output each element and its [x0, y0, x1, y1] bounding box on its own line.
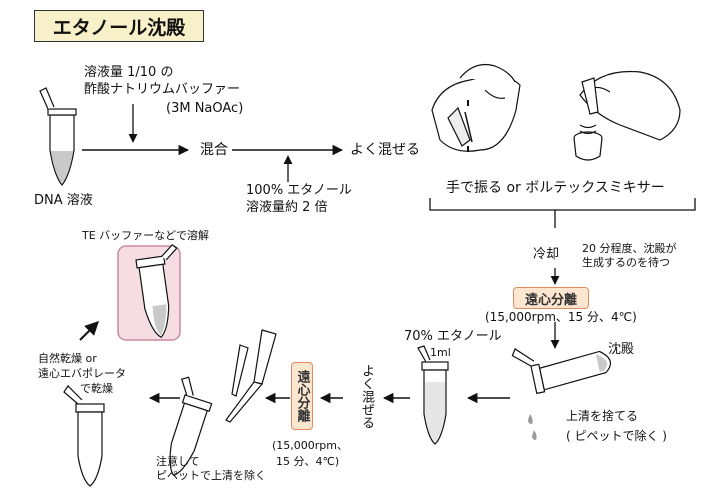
- vortex-drawing: [573, 70, 681, 161]
- cool-note-2: 生成するのを待つ: [582, 256, 670, 269]
- discard-label-2: ( ピペットで除く ): [566, 429, 667, 443]
- tube-dry: [63, 385, 105, 487]
- ethanol100-label-2: 溶液量約 2 倍: [246, 200, 328, 215]
- centrifuge-cond-2b: 15 分、4℃): [276, 455, 340, 468]
- buffer-label-2: 酢酸ナトリウムバッファー: [84, 82, 241, 97]
- arrow-to-final: [79, 321, 99, 341]
- tube-pipette: [169, 376, 213, 477]
- ethanol70-label-2: 1ml: [430, 346, 451, 359]
- buffer-label-1: 溶液量 1/10 の: [84, 65, 174, 80]
- shake-method-label: 手で振る or ボルテックスミキサー: [446, 180, 665, 196]
- pipette-drawing: [225, 329, 277, 423]
- tube-final: [135, 243, 178, 339]
- centrifuge-cond-1: (15,000rpm、15 分、4℃): [485, 310, 637, 324]
- dry-label-2: 遠心エバポレータ: [38, 367, 126, 380]
- tube-ethanol70: [417, 345, 449, 445]
- supernatant-drops: [528, 414, 537, 440]
- mix-well-label: よく混ぜる: [350, 142, 420, 158]
- caution-label-1: 注意して: [156, 455, 200, 468]
- precipitate-label: 沈殿: [608, 342, 635, 357]
- dissolve-label: TE バッファーなどで溶解: [82, 229, 209, 242]
- discard-label-1: 上清を捨てる: [566, 409, 639, 423]
- caution-label-2: ピペットで上清を除く: [156, 469, 266, 482]
- dry-label-1: 自然乾燥 or: [38, 352, 97, 365]
- ethanol70-label-1: 70% エタノール: [404, 329, 502, 344]
- cool-label: 冷却: [533, 247, 560, 262]
- shake-bracket: [429, 198, 696, 228]
- ethanol100-label-1: 100% エタノール: [246, 183, 352, 198]
- mix-label: 混合: [200, 142, 228, 158]
- buffer-label-3: (3M NaOAc): [166, 101, 244, 116]
- mix-well-vertical-label: よく混ぜる: [359, 364, 374, 429]
- page-title: エタノール沈殿: [34, 10, 204, 42]
- dna-solution-label: DNA 溶液: [34, 193, 93, 208]
- tube-dna: [39, 87, 77, 186]
- centrifuge-badge-2: 遠心分離: [291, 362, 313, 430]
- centrifuge-cond-2a: (15,000rpm、: [272, 439, 349, 452]
- dry-label-3: で乾燥: [80, 382, 113, 395]
- centrifuge-badge-1: 遠心分離: [513, 287, 589, 309]
- hand-shake-drawing: [431, 63, 521, 152]
- tube-precipitate: [511, 348, 612, 395]
- cool-note-1: 20 分程度、沈殿が: [582, 242, 677, 255]
